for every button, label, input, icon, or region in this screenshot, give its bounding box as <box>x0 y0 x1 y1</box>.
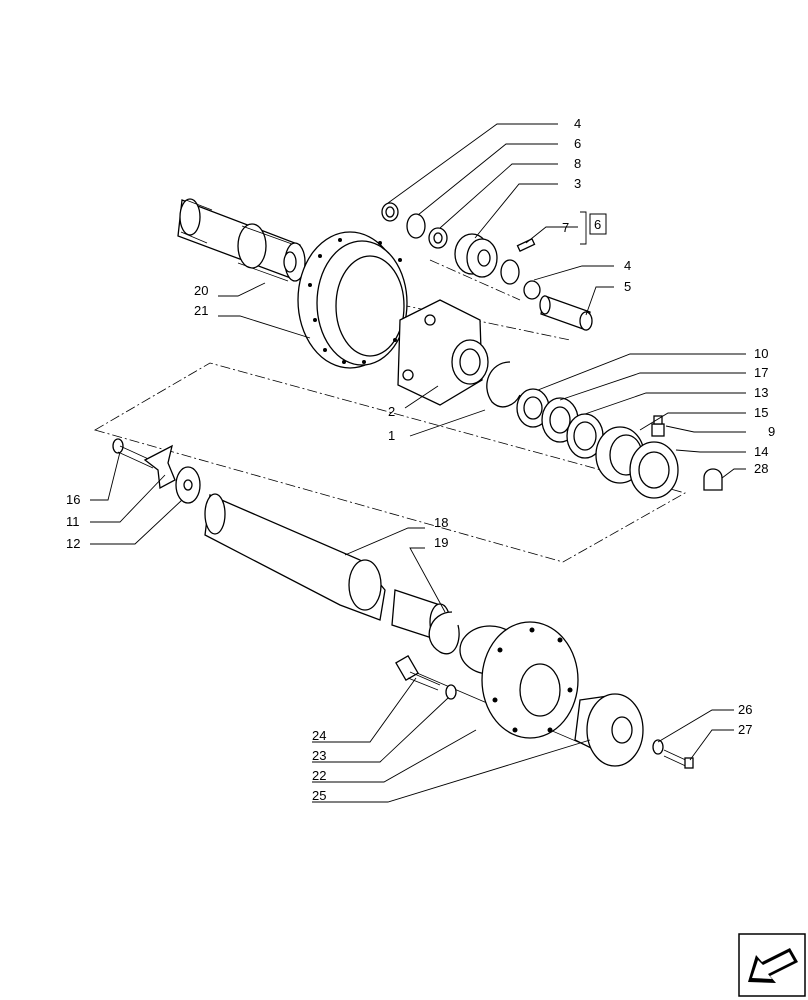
part-11-lock-plate <box>143 444 176 490</box>
part-24-bolt <box>395 654 441 691</box>
part-4-washer-b <box>523 280 541 300</box>
callout-16: 16 <box>66 492 80 507</box>
callout-8: 8 <box>574 156 581 171</box>
part-27-bolt <box>663 749 694 769</box>
part-13-seal <box>566 413 604 459</box>
callout-6-boxed: 6 <box>594 217 601 232</box>
callout-11: 11 <box>66 514 80 529</box>
part-5-planet-shaft <box>539 295 593 331</box>
part-9-grease-fitting <box>651 415 665 437</box>
callout-7: 7 <box>562 220 569 235</box>
part-6-needle-bearing-b <box>500 259 520 285</box>
callout-3: 3 <box>574 176 581 191</box>
callout-22: 22 <box>312 768 326 783</box>
callout-5: 5 <box>624 279 631 294</box>
callout-28: 28 <box>754 461 768 476</box>
callout-12: 12 <box>66 536 80 551</box>
part-7-pin <box>516 238 536 252</box>
part-12-washer <box>175 466 201 504</box>
part-3-planet-gear <box>454 233 498 278</box>
callout-26: 26 <box>738 702 752 717</box>
assembly-boundary <box>93 362 687 563</box>
callout-25: 25 <box>312 788 326 803</box>
callout-24: 24 <box>312 728 326 743</box>
part-18-axle-shaft <box>204 493 451 641</box>
part-14-seal <box>629 441 679 499</box>
callout-15: 15 <box>754 405 768 420</box>
callout-10: 10 <box>754 346 768 361</box>
part-26-washer <box>652 739 664 755</box>
callout-6-box <box>589 213 607 235</box>
callout-23: 23 <box>312 748 326 763</box>
callout-4-a: 4 <box>574 116 581 131</box>
callout-18: 18 <box>434 515 448 530</box>
callout-19: 19 <box>434 535 448 550</box>
part-25-flange <box>574 693 644 767</box>
callout-27: 27 <box>738 722 752 737</box>
part-19-snap-ring <box>428 611 460 655</box>
callout-4-b: 4 <box>624 258 631 273</box>
callout-20: 20 <box>194 283 208 298</box>
part-6-needle-bearing <box>406 213 426 239</box>
part-1-snap-ring <box>486 361 521 408</box>
callout-21: 21 <box>194 303 208 318</box>
part-23-washer <box>445 684 457 700</box>
callout-13: 13 <box>754 385 768 400</box>
callout-9: 9 <box>768 424 775 439</box>
callout-1: 1 <box>388 428 395 443</box>
part-22-wheel-hub <box>459 621 579 739</box>
callout-17: 17 <box>754 365 768 380</box>
part-20-pinion-shaft <box>177 198 306 282</box>
part-28-cap <box>703 468 723 491</box>
leader-lines <box>90 123 746 803</box>
part-2-planet-carrier <box>397 299 489 406</box>
callout-14: 14 <box>754 444 768 459</box>
part-21-ring-gear <box>297 231 408 369</box>
callout-6-a: 6 <box>574 136 581 151</box>
nav-arrow-icon[interactable] <box>738 933 806 997</box>
callout-2: 2 <box>388 404 395 419</box>
